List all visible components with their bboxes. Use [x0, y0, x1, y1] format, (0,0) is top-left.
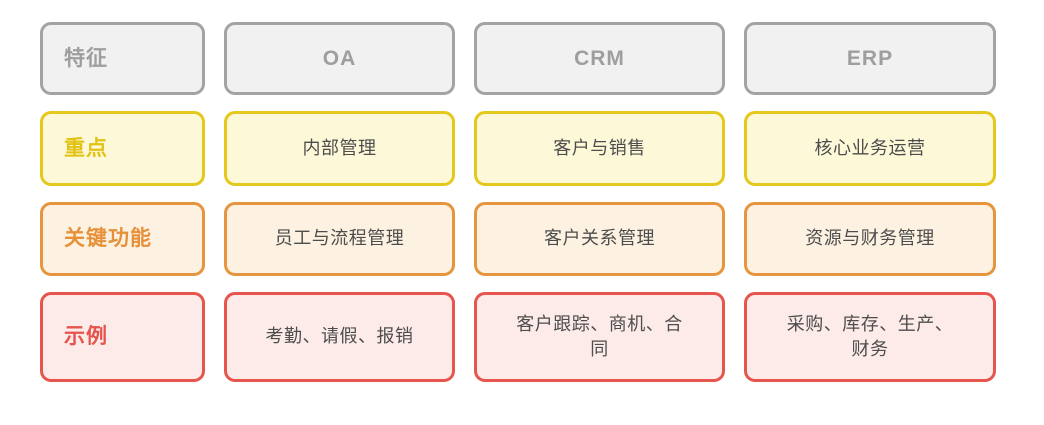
cell-examples-crm-text: 客户跟踪、商机、合同 [516, 313, 683, 359]
row-label-focus: 重点 [40, 111, 205, 186]
cell-key-functions-erp: 资源与财务管理 [744, 202, 996, 276]
cell-key-functions-crm: 客户关系管理 [474, 202, 725, 276]
cell-examples-oa: 考勤、请假、报销 [224, 292, 455, 382]
cell-focus-erp: 核心业务运营 [744, 111, 996, 186]
header-cell-erp: ERP [744, 22, 996, 95]
comparison-table: 特征 OA CRM ERP 重点 内部管理 客户与销售 核心业务运营 关键功能 … [40, 22, 996, 382]
cell-examples-erp-text: 采购、库存、生产、财务 [786, 313, 954, 359]
cell-examples-oa-text: 考勤、请假、报销 [265, 326, 414, 347]
header-cell-crm: CRM [474, 22, 725, 95]
row-label-key-functions: 关键功能 [40, 202, 205, 276]
header-cell-feature: 特征 [40, 22, 205, 95]
cell-focus-crm: 客户与销售 [474, 111, 725, 186]
cell-key-functions-oa: 员工与流程管理 [224, 202, 455, 276]
header-cell-oa: OA [224, 22, 455, 95]
cell-examples-crm: 客户跟踪、商机、合同 [474, 292, 725, 382]
row-label-examples: 示例 [40, 292, 205, 382]
cell-examples-erp: 采购、库存、生产、财务 [744, 292, 996, 382]
cell-focus-oa: 内部管理 [224, 111, 455, 186]
